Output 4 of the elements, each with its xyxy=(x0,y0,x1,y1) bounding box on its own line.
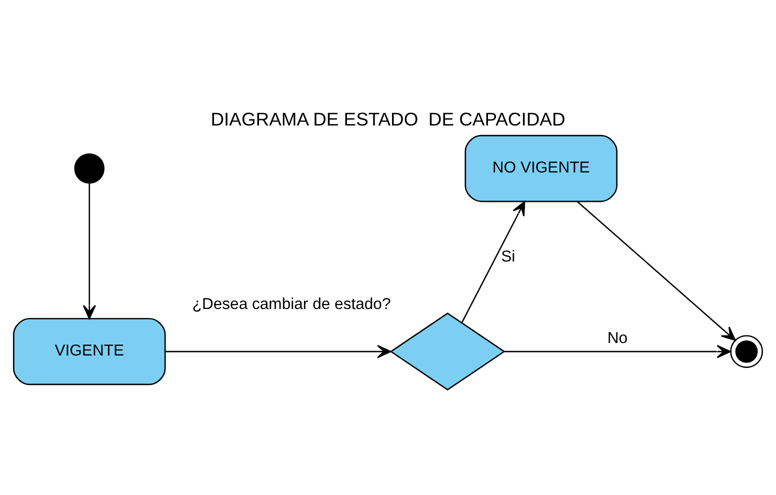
diagram-title: DIAGRAMA DE ESTADO DE CAPACIDAD xyxy=(210,108,566,130)
node-label: ¿Desea cambiar de estado? xyxy=(192,296,391,313)
edge-label: Si xyxy=(501,248,516,266)
edge-label: No xyxy=(607,330,628,348)
